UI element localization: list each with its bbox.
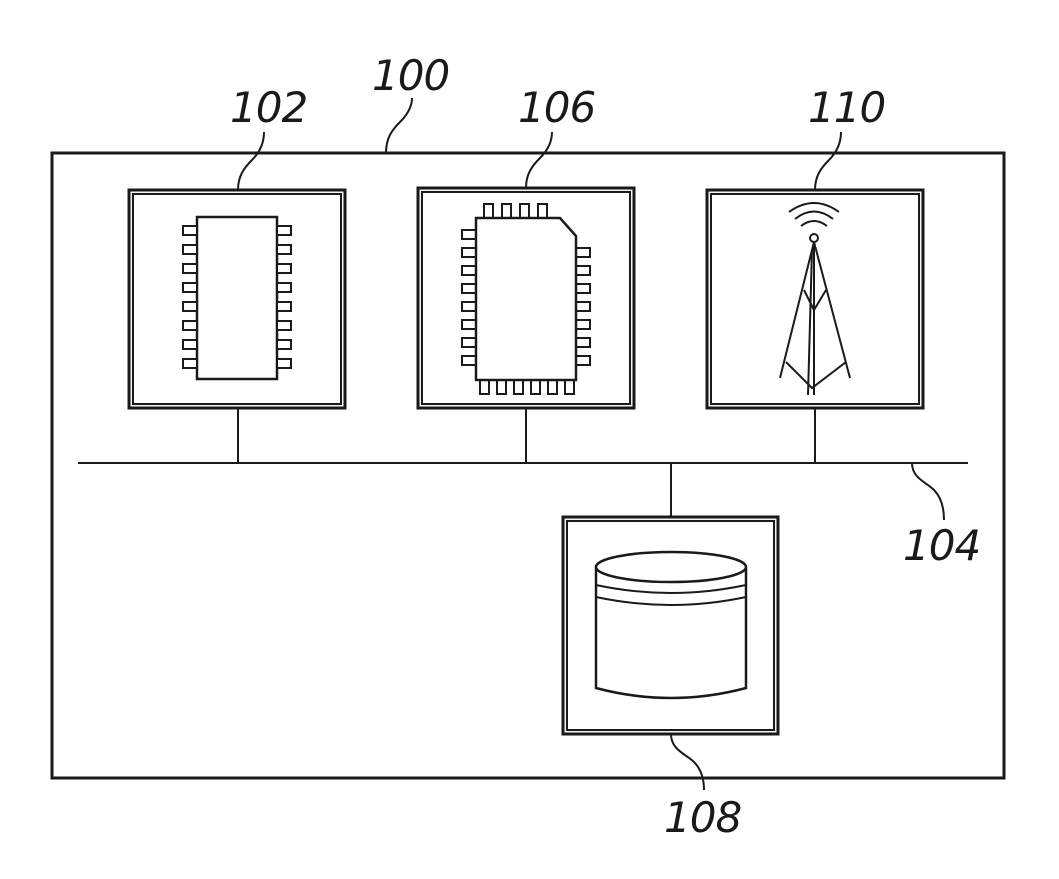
antenna-block: [707, 190, 923, 408]
memory-pin-right: [576, 356, 590, 365]
processor-pin-left: [183, 245, 197, 254]
processor-pin-right: [277, 340, 291, 349]
bus-ref-label: 104: [903, 521, 980, 570]
processor-chip-icon: [183, 217, 291, 379]
memory-pin-right: [576, 284, 590, 293]
memory-pin-bottom: [565, 380, 574, 394]
processor-pin-left: [183, 264, 197, 273]
memory-pin-right: [576, 302, 590, 311]
antenna-leader-line: [815, 132, 841, 190]
processor-block: [129, 190, 345, 408]
processor-pin-right: [277, 321, 291, 330]
processor-pin-right: [277, 245, 291, 254]
memory-pin-bottom: [480, 380, 489, 394]
system-ref-label: 100: [372, 51, 449, 100]
processor-ref-label: 102: [230, 83, 307, 132]
memory-pin-left: [462, 338, 476, 347]
memory-ref-label: 106: [518, 83, 595, 132]
memory-pin-top: [538, 204, 547, 218]
memory-chip-icon: [462, 204, 590, 394]
memory-pin-left: [462, 248, 476, 257]
memory-pin-left: [462, 320, 476, 329]
memory-pin-right: [576, 266, 590, 275]
processor-pin-right: [277, 264, 291, 273]
processor-pin-left: [183, 226, 197, 235]
memory-pin-left: [462, 284, 476, 293]
memory-pin-right: [576, 320, 590, 329]
memory-pin-bottom: [548, 380, 557, 394]
memory-pin-top: [484, 204, 493, 218]
storage-ref-label: 108: [664, 793, 741, 842]
memory-pin-bottom: [531, 380, 540, 394]
memory-pin-left: [462, 230, 476, 239]
storage-block: [563, 517, 778, 734]
memory-pin-right: [576, 248, 590, 257]
system-leader-line: [386, 98, 412, 153]
processor-pin-left: [183, 283, 197, 292]
memory-pin-right: [576, 338, 590, 347]
antenna-ref-label: 110: [808, 83, 885, 132]
memory-pin-top: [502, 204, 511, 218]
memory-pin-bottom: [497, 380, 506, 394]
memory-pin-left: [462, 266, 476, 275]
memory-pin-left: [462, 356, 476, 365]
processor-pin-right: [277, 283, 291, 292]
memory-pin-top: [520, 204, 529, 218]
storage-cylinder-icon: [596, 552, 746, 698]
bus-leader-line: [912, 463, 944, 520]
memory-pin-bottom: [514, 380, 523, 394]
memory-leader-line: [526, 132, 552, 188]
processor-pin-left: [183, 359, 197, 368]
processor-pin-left: [183, 302, 197, 311]
memory-block: [418, 188, 634, 408]
processor-pin-right: [277, 359, 291, 368]
processor-pin-left: [183, 321, 197, 330]
memory-pin-left: [462, 302, 476, 311]
processor-leader-line: [238, 132, 264, 190]
processor-pin-left: [183, 340, 197, 349]
storage-leader-line: [671, 734, 704, 790]
processor-pin-right: [277, 226, 291, 235]
processor-pin-right: [277, 302, 291, 311]
